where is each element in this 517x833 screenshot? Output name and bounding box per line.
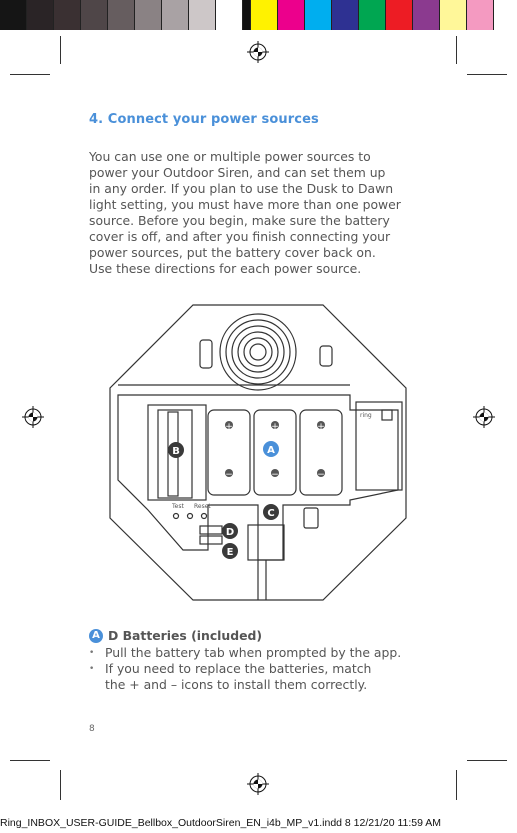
bullet-item: Pull the battery tab when prompted by th… xyxy=(89,645,419,661)
crop-mark xyxy=(60,770,61,800)
color-swatch xyxy=(251,0,278,30)
minus-symbol: − xyxy=(271,470,279,480)
registration-mark-icon xyxy=(247,41,269,63)
color-swatch xyxy=(243,0,251,30)
brand-label: ring xyxy=(360,412,372,419)
battery xyxy=(207,409,251,496)
callout-e: E xyxy=(227,547,234,558)
color-swatch xyxy=(189,0,216,30)
section-heading: 4. Connect your power sources xyxy=(89,112,319,127)
color-swatch xyxy=(216,0,243,30)
crop-mark xyxy=(467,74,507,75)
color-swatch xyxy=(81,0,108,30)
caption-block: A D Batteries (included) Pull the batter… xyxy=(89,628,419,693)
crop-mark xyxy=(10,74,50,75)
plus-symbol: + xyxy=(271,422,279,432)
body-line: You can use one or multiple power source… xyxy=(89,149,371,164)
crop-mark xyxy=(456,770,457,800)
body-line: in any order. If you plan to use the Dus… xyxy=(89,181,394,196)
crop-mark xyxy=(467,760,507,761)
caption-title-text: D Batteries (included) xyxy=(108,628,263,643)
reset-label: Reset xyxy=(194,503,211,510)
minus-symbol: − xyxy=(225,470,233,480)
color-swatch xyxy=(386,0,413,30)
callout-a: A xyxy=(267,445,275,456)
body-line: power sources, put the battery cover bac… xyxy=(89,245,376,260)
test-label: Test xyxy=(171,503,184,510)
color-swatch xyxy=(440,0,467,30)
color-swatch xyxy=(305,0,332,30)
color-swatch xyxy=(54,0,81,30)
siren-battery-illustration: + + + − − − ring Test Reset B A C D E xyxy=(109,304,407,601)
caption-bullets: Pull the battery tab when prompted by th… xyxy=(89,645,419,693)
registration-mark-icon xyxy=(247,773,269,795)
print-slug: Ring_INBOX_USER-GUIDE_Bellbox_OutdoorSir… xyxy=(0,817,442,829)
body-line: power your Outdoor Siren, and can set th… xyxy=(89,165,386,180)
plus-symbol: + xyxy=(317,422,325,432)
page-number: 8 xyxy=(89,724,95,734)
bullet-item: If you need to replace the batteries, ma… xyxy=(89,661,419,693)
color-swatch xyxy=(27,0,54,30)
color-swatch xyxy=(135,0,162,30)
color-swatch xyxy=(278,0,305,30)
color-swatch xyxy=(359,0,386,30)
body-line: Use these directions for each power sour… xyxy=(89,261,362,276)
color-calibration-bar xyxy=(0,0,517,30)
color-swatch xyxy=(108,0,135,30)
body-line: cover is off, and after you finish conne… xyxy=(89,229,391,244)
caption-title: A D Batteries (included) xyxy=(89,628,419,643)
color-swatch xyxy=(332,0,359,30)
crop-mark xyxy=(10,760,50,761)
registration-mark-icon xyxy=(22,406,44,428)
callout-b: B xyxy=(172,446,180,457)
registration-mark-icon xyxy=(473,406,495,428)
instruction-section: 4. Connect your power sources You can us… xyxy=(89,112,419,277)
section-body: You can use one or multiple power source… xyxy=(89,149,419,277)
color-swatch xyxy=(162,0,189,30)
crop-mark xyxy=(456,36,457,64)
crop-mark xyxy=(60,36,61,64)
battery xyxy=(299,409,343,496)
color-swatch xyxy=(413,0,440,30)
plus-symbol: + xyxy=(225,422,233,432)
callout-c: C xyxy=(267,508,274,519)
caption-badge: A xyxy=(89,628,103,643)
siren-housing xyxy=(109,304,407,601)
color-swatch xyxy=(467,0,494,30)
body-line: source. Before you begin, make sure the … xyxy=(89,213,390,228)
body-line: light setting, you must have more than o… xyxy=(89,197,401,212)
callout-d: D xyxy=(226,527,234,538)
battery xyxy=(253,409,297,496)
color-swatch xyxy=(0,0,27,30)
minus-symbol: − xyxy=(317,470,325,480)
